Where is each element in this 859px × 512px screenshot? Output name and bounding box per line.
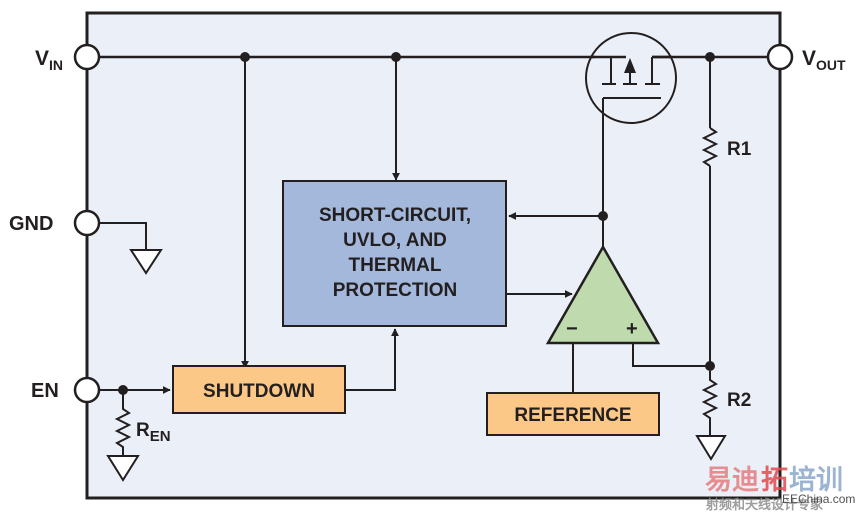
vout-pin <box>766 43 794 71</box>
shutdown-block <box>172 365 346 414</box>
opamp-plus-wire <box>632 343 710 367</box>
shutdown-label: SHUTDOWN <box>203 381 315 402</box>
gnd-ground-icon <box>129 249 163 275</box>
ren-ground-icon <box>106 455 140 482</box>
protection-label-line-3: THERMAL <box>349 255 442 276</box>
watermark-brand-red-2: 拓 <box>761 465 788 496</box>
junction-dot <box>391 52 401 62</box>
r1-resistor-icon <box>701 127 719 167</box>
r2-label: R2 <box>727 390 751 411</box>
watermark-brand-blue: 培训 <box>789 465 843 496</box>
vin-pin <box>73 43 101 71</box>
error-amplifier-icon <box>545 244 661 345</box>
watermark: 易迪 拓 培训 射频和天线设计专家 EEChina.com <box>705 465 855 512</box>
shutdown-to-protection-wire <box>345 328 399 391</box>
vout-label: VOUT <box>802 47 846 73</box>
en-label: EN <box>31 380 59 402</box>
gnd-pin <box>73 209 101 237</box>
vin-label: VIN <box>35 47 63 73</box>
opamp-plus-label: + <box>626 318 638 340</box>
r1-label: R1 <box>727 139 752 160</box>
ren-resistor-icon <box>114 390 132 456</box>
ren-label: REN <box>136 420 171 445</box>
opamp-minus-label: − <box>566 318 578 340</box>
r2-ground-icon <box>695 435 727 461</box>
protection-label-line-2: UVLO, AND <box>343 230 447 251</box>
junction-dot <box>240 52 250 62</box>
pass-mosfet-icon <box>585 32 677 213</box>
reference-label: REFERENCE <box>514 405 631 426</box>
gnd-wire <box>100 222 147 250</box>
gnd-label: GND <box>9 213 53 235</box>
protection-block <box>282 180 507 327</box>
r2-resistor-icon <box>701 371 719 436</box>
protection-label-line-1: SHORT-CIRCUIT, <box>319 205 471 226</box>
watermark-brand-red: 易迪 <box>705 465 759 496</box>
watermark-site: EEChina.com <box>782 492 855 506</box>
reference-block <box>486 392 660 436</box>
protection-label-line-4: PROTECTION <box>333 280 458 301</box>
en-pin <box>73 376 101 404</box>
watermark-subtitle: 射频和天线设计专家 <box>705 497 824 512</box>
